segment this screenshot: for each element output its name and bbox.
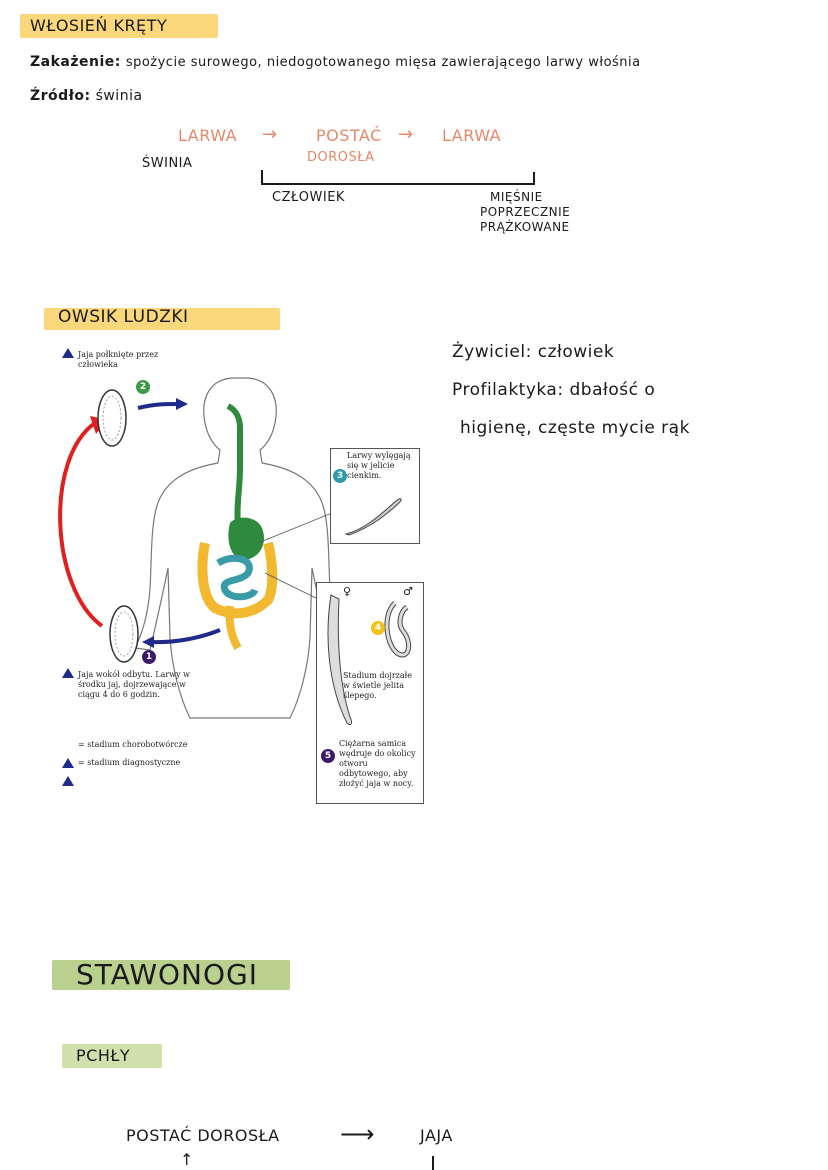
- male-symbol: ♂: [403, 585, 413, 598]
- caption-eggs-anus: Jaja wokół odbytu. Larwy w środku jaj, d…: [78, 670, 190, 699]
- flow-down-line: [432, 1156, 434, 1170]
- flow-arrow-fleas: ⟶: [340, 1120, 375, 1148]
- egg-top-icon: [97, 389, 127, 447]
- flow-adult2: DOROSŁA: [307, 150, 375, 165]
- source-label: Źródło:: [30, 88, 91, 104]
- host-text: człowiek: [537, 342, 615, 362]
- stomach-icon: [228, 517, 265, 560]
- badge-step-5: 5: [321, 749, 335, 763]
- box-larvae: Larwy wylęgają się w jelicie cienkim. 3: [330, 448, 420, 544]
- blue-arrow-bottom-icon: [151, 628, 221, 645]
- muscle-line3: PRĄŻKOWANE: [480, 220, 570, 234]
- prevention-label: Profilaktyka:: [452, 380, 564, 400]
- prevention-line: Profilaktyka: dbałość o: [452, 380, 655, 400]
- flow-larva2: LARWA: [442, 126, 502, 145]
- title-highlight-wlosien: [20, 14, 218, 38]
- title-highlight-stawonogi: [52, 960, 290, 990]
- title-highlight-owsik: [44, 308, 280, 330]
- legend-infective: = stadium chorobotwórcze: [78, 740, 188, 749]
- host-pig: ŚWINIA: [142, 156, 193, 171]
- triangle-i-legend-icon: [62, 668, 74, 678]
- caption-female-migrates: Ciężarna samica wędruje do okolicy otwor…: [339, 739, 416, 788]
- host-bracket: [261, 170, 535, 185]
- title-stawonogi: STAWONOGI: [76, 958, 258, 991]
- host-human: CZŁOWIEK: [272, 190, 345, 205]
- prevention-line2: higienę, częste mycie rąk: [460, 418, 690, 438]
- flow-up-arrow: ↑: [180, 1150, 194, 1169]
- source-text: świnia: [95, 88, 143, 104]
- adult-worms-icon: [327, 594, 412, 726]
- muscle-line1: MIĘŚNIE: [490, 190, 543, 204]
- triangle-i-legend2-icon: [62, 758, 74, 768]
- host-label: Żywiciel:: [452, 342, 532, 362]
- infection-text: spożycie surowego, niedogotowanego mięsa…: [125, 55, 641, 70]
- title-owsik: OWSIK LUDZKI: [58, 307, 189, 327]
- triangle-d-legend-icon: [62, 776, 74, 786]
- caption-eggs-swallowed: Jaja połknięte przez człowieka: [78, 350, 159, 369]
- flow-adult: POSTAĆ: [316, 126, 382, 145]
- human-outline-icon: [134, 377, 346, 719]
- infection-line: Zakażenie: spożycie surowego, niedogotow…: [30, 54, 641, 70]
- flow-arrow2: →: [398, 124, 414, 145]
- egg-bottom-icon: [109, 605, 139, 663]
- female-symbol: ♀: [343, 585, 352, 598]
- source-line: Źródło: świnia: [30, 88, 143, 104]
- badge-step-2: 2: [136, 380, 150, 394]
- blue-arrow-top-icon: [137, 402, 179, 410]
- title-wlosien: WŁOSIEŃ KRĘTY: [30, 16, 168, 35]
- flow-eggs-fleas: JAJA: [420, 1126, 453, 1145]
- infection-label: Zakażenie:: [30, 54, 121, 70]
- legend-diagnostic: = stadium diagnostyczne: [78, 758, 181, 767]
- subtitle-pchly: PCHŁY: [76, 1046, 131, 1065]
- triangle-i-top-icon: [62, 348, 74, 358]
- caption-larvae: Larwy wylęgają się w jelicie cienkim.: [347, 451, 411, 480]
- badge-step-1: 1: [142, 650, 156, 664]
- muscle-line2: POPRZECZNIE: [480, 205, 571, 219]
- pinworm-lifecycle-diagram: Jaja połknięte przez człowieka 2 Larwy w…: [40, 338, 432, 806]
- prevention-text1: dbałość o: [569, 380, 656, 400]
- caption-adult-stage: Stadium dojrzałe w świetle jelita ślepeg…: [343, 671, 412, 700]
- flow-adult-fleas: POSTAĆ DOROSŁA: [126, 1126, 280, 1145]
- subtitle-highlight-pchly: [62, 1044, 162, 1068]
- small-intestine-icon: [216, 554, 259, 601]
- larva-icon: [344, 498, 402, 536]
- flow-arrow1: →: [262, 124, 278, 145]
- flow-larva1: LARWA: [178, 126, 238, 145]
- lifecycle-svg: [58, 348, 346, 786]
- box-adults: ♀ ♂ 4 Stadium dojrzałe w świetle jelita …: [316, 582, 424, 804]
- large-intestine-icon: [197, 541, 278, 619]
- badge-step-3: 3: [333, 469, 347, 483]
- host-line: Żywiciel: człowiek: [452, 342, 614, 362]
- red-cycle-arrow-icon: [58, 421, 104, 628]
- badge-step-4: 4: [371, 621, 385, 635]
